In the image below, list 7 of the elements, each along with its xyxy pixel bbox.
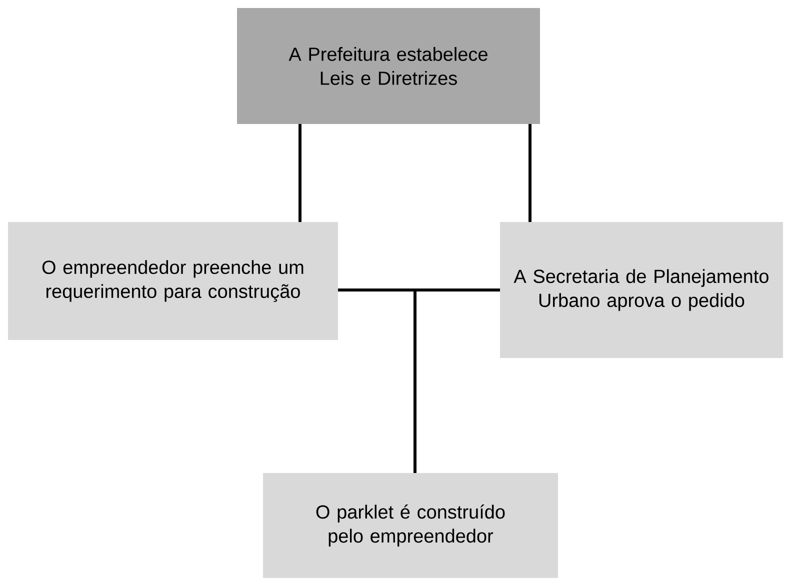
process-box: O parklet é construído pelo empreendedor [263, 473, 558, 578]
header-box: A Prefeitura estabelece Leis e Diretrizes [237, 8, 540, 124]
process-box: A Secretaria de Planejamento Urbano aprova o pedido [500, 222, 783, 358]
connector-line [528, 124, 532, 222]
process-box: O empreendedor preenche um requerimento para construção [8, 222, 338, 340]
connector-line [298, 124, 302, 222]
connector-line [414, 288, 500, 473]
